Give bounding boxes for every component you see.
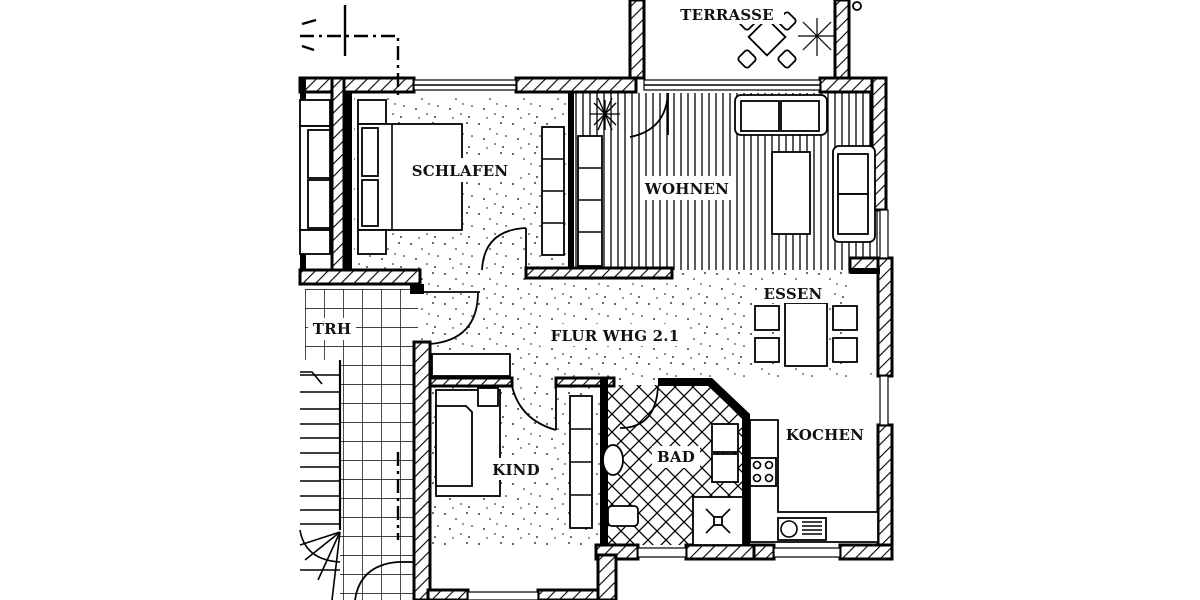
room-label-terrasse: TERRASSE (680, 6, 774, 24)
room-label-kind: KIND (492, 461, 540, 479)
washbasin-icon (602, 444, 624, 476)
plant-icon (590, 97, 620, 131)
furniture (299, 1, 879, 546)
room-label-wohnen: WOHNEN (644, 180, 729, 198)
axis-lines (300, 5, 400, 540)
downpipe (852, 1, 862, 11)
nightstand-left-room (299, 99, 331, 127)
kind-bed (435, 405, 473, 487)
wohnen-shelf (577, 135, 603, 267)
room-label-trh: TRH (313, 320, 351, 338)
coffee-table (771, 151, 811, 235)
room-label-flur: FLUR WHG 2.1 (551, 327, 680, 345)
flur-cabinet (431, 353, 511, 377)
bath-shelf-top (711, 423, 739, 453)
windows (413, 79, 889, 600)
room-label-schlafen: SCHLAFEN (412, 162, 509, 180)
room-labels: TERRASSE SCHLAFEN WOHNEN ESSEN FLUR WHG … (308, 4, 870, 480)
terrace-plant-icon (798, 18, 836, 56)
room-label-essen: ESSEN (764, 285, 823, 303)
dining-table (784, 302, 828, 367)
staircase (299, 360, 342, 600)
room-label-bad: BAD (657, 448, 695, 466)
nightstand-bottom (357, 229, 387, 255)
doors (354, 92, 669, 600)
bath-shelf-bottom (711, 453, 739, 483)
nightstand-top (357, 99, 387, 125)
toilet-icon (607, 505, 639, 527)
shower-drain-icon (713, 516, 723, 526)
room-label-kochen: KOCHEN (786, 426, 864, 444)
